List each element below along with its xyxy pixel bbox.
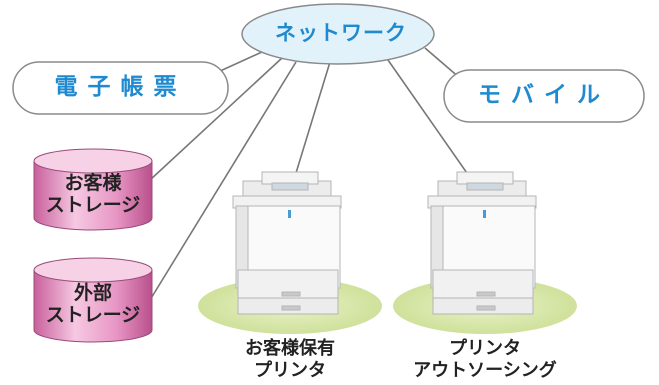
mobile-label: モバイル [478, 82, 610, 108]
customer-storage-cylinder [33, 148, 153, 231]
customer-storage-label: お客様 ストレージ [34, 172, 152, 217]
e-form-node [12, 61, 229, 115]
customer-storage-line2: ストレージ [45, 193, 141, 216]
outsourced-printer-line2: アウトソーシング [413, 359, 557, 381]
external-storage-line1: 外部 [73, 282, 112, 304]
outsourced-printer-label: プリンタ アウトソーシング [395, 338, 575, 381]
line-to-customer-storage [149, 57, 283, 181]
line-to-e-form [217, 51, 263, 73]
owned-printer-label: お客様保有 プリンタ [210, 338, 370, 381]
network-hub-label: ネットワーク [275, 21, 407, 45]
line-to-external-storage [149, 61, 297, 301]
owned-printer-icon [232, 171, 342, 315]
outsourced-printer-icon [427, 171, 537, 315]
connection-lines [149, 47, 477, 301]
outsourced-printer-line1: プリンタ [449, 338, 521, 359]
mobile-node [443, 69, 645, 123]
customer-storage-line1: お客様 [64, 172, 122, 194]
owned-printer-line2: プリンタ [254, 359, 326, 381]
line-to-owned-printer [291, 61, 331, 187]
network-hub [241, 3, 435, 65]
external-storage-line2: ストレージ [45, 303, 141, 326]
external-storage-cylinder [33, 257, 153, 343]
owned-printer-line1: お客様保有 [245, 338, 335, 359]
e-form-label: 電子帳票 [54, 74, 187, 100]
line-to-outsourced-printer [387, 59, 477, 187]
external-storage-label: 外部 ストレージ [34, 282, 152, 327]
